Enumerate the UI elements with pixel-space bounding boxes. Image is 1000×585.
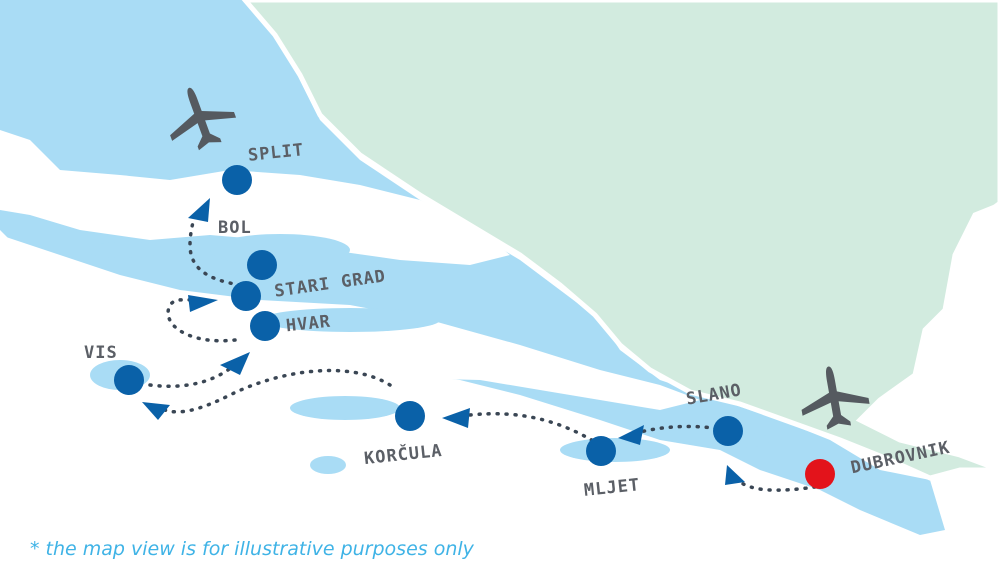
stop-stari-grad [231,281,261,311]
route-stops [114,165,835,489]
arrow-icon [725,465,745,485]
stop-mljet [586,436,616,466]
arrow-icon [618,425,644,445]
airplane-icon [170,87,237,151]
sea-area [0,0,945,535]
island-lastovo [310,456,346,474]
stop-hvar [250,311,280,341]
island-korcula [290,396,400,420]
island-brac-inner [210,234,350,266]
stop-dubrovnik-start [805,459,835,489]
airplane-icon [801,366,870,430]
stop-vis [114,365,144,395]
footnote: * the map view is for illustrative purpo… [30,538,474,560]
arrow-icon [142,402,170,420]
label-bol: BOL [218,218,252,238]
island-hvar [260,308,440,332]
label-vis: VIS [84,343,118,363]
route-arrows [142,198,745,485]
arrow-icon [220,352,250,375]
stop-slano [713,416,743,446]
inland-border-area [925,200,1000,440]
stop-bol [247,250,277,280]
island-brac [0,130,510,265]
island-solta [85,242,165,258]
arrow-icon [188,295,218,312]
mainland [241,0,1000,481]
arrow-icon [188,198,210,222]
stop-split [222,165,252,195]
stop-korcula [395,401,425,431]
arrow-icon [442,408,470,428]
